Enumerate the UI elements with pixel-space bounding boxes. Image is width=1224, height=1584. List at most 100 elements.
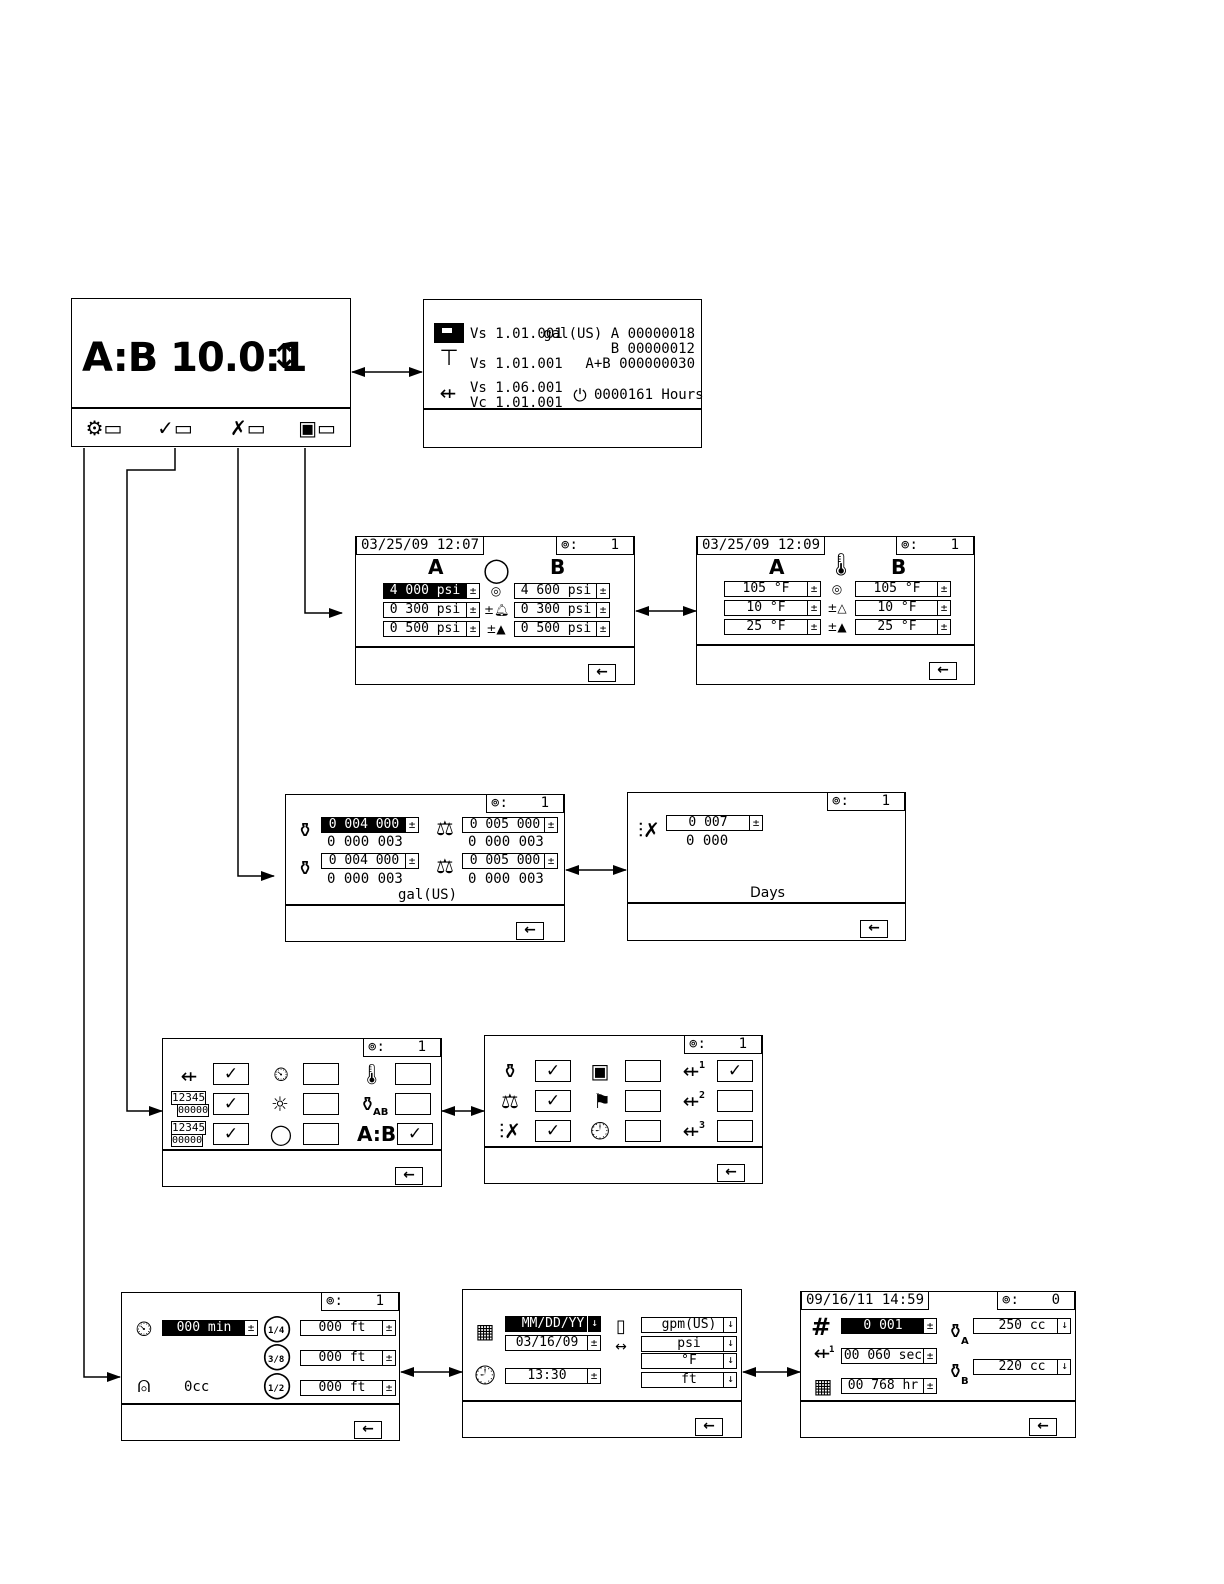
setup-tab-gears-icon[interactable]: ⚙▭ [85,416,123,440]
dropdown-arrow-icon[interactable]: ↓ [587,1316,601,1332]
temp-b-alarm[interactable]: 25 °F [855,619,939,635]
pump-maint-checkbox[interactable]: ✓ [535,1060,571,1082]
pot-life-time[interactable]: 000 min [162,1320,246,1336]
adjust-button[interactable]: ± [596,602,610,618]
usb-2-checkbox[interactable] [717,1090,753,1112]
temp-b-setpoint[interactable]: 105 °F [855,581,939,597]
time-field[interactable]: 13:30 [505,1368,589,1384]
back-button[interactable]: ← [588,664,616,682]
adjust-button[interactable]: ± [937,600,951,616]
back-button[interactable]: ← [695,1418,723,1436]
limits-tab-gauge-icon[interactable]: ▣▭ [298,416,336,440]
back-button[interactable]: ← [516,922,544,940]
grand-total-checkbox[interactable]: ✓ [213,1123,249,1145]
adjust-button[interactable]: ± [807,600,821,616]
hose-1-4-length[interactable]: 000 ft [300,1320,384,1336]
adjust-button[interactable]: ± [544,853,558,869]
dropdown-arrow-icon[interactable]: ↓ [1057,1359,1071,1375]
adjust-button[interactable]: ± [587,1368,601,1384]
adjust-button[interactable]: ± [937,619,951,635]
back-button[interactable]: ← [860,920,888,938]
dropdown-arrow-icon[interactable]: ↓ [723,1372,737,1388]
dropdown-arrow-icon[interactable]: ↓ [1057,1318,1071,1334]
adjust-button[interactable]: ± [807,581,821,597]
pressure-units-select[interactable]: psi [641,1336,737,1352]
pressure-checkbox[interactable] [303,1123,339,1145]
usb-enable-checkbox[interactable]: ✓ [213,1063,249,1085]
adjust-button[interactable]: ± [405,853,419,869]
filter-maint-checkbox[interactable]: ✓ [535,1120,571,1142]
date-field[interactable]: 03/16/09 [505,1335,589,1351]
pump-b-interval[interactable]: 0 004 000 [321,853,407,869]
usb-1-checkbox[interactable]: ✓ [717,1060,753,1082]
back-button[interactable]: ← [717,1164,745,1182]
valve-maint-checkbox[interactable]: ✓ [535,1090,571,1112]
adjust-button[interactable]: ± [923,1348,937,1364]
valve-b-interval[interactable]: 0 005 000 [462,853,548,869]
dropdown-arrow-icon[interactable]: ↓ [723,1353,737,1369]
temp-a-setpoint[interactable]: 105 °F [724,581,808,597]
temperature-checkbox[interactable] [395,1063,431,1085]
flush-checkbox[interactable] [625,1090,661,1112]
adjust-button[interactable]: ± [923,1378,937,1394]
pressure-b-alarm[interactable]: 0 500 psi [514,621,598,637]
log-interval-field[interactable]: 00 060 sec [841,1348,925,1364]
enable-tab-checkmark-icon[interactable]: ✓▭ [157,416,193,440]
adjust-button[interactable]: ± [596,621,610,637]
back-button[interactable]: ← [929,662,957,680]
log-duration-field[interactable]: 00 768 hr [841,1378,925,1394]
dose-b-volume-select[interactable]: 220 cc [973,1359,1071,1375]
adjust-button[interactable]: ± [937,581,951,597]
adjust-button[interactable]: ± [466,583,480,599]
adjust-button[interactable]: ± [923,1318,937,1334]
usb-3-checkbox[interactable] [717,1120,753,1142]
flow-units-select[interactable]: gpm(US) [641,1317,737,1333]
date-format-select[interactable]: MM/DD/YY [505,1316,601,1332]
pressure-a-deviation[interactable]: 0 300 psi [383,602,467,618]
adjust-button[interactable]: ± [244,1320,258,1336]
adjust-button[interactable]: ± [749,815,763,831]
counter-field[interactable]: 0 001 [841,1318,925,1334]
temp-b-deviation[interactable]: 10 °F [855,600,939,616]
adjust-button[interactable]: ± [405,817,419,833]
back-button[interactable]: ← [1029,1418,1057,1436]
adjust-button[interactable]: ± [382,1350,396,1366]
temp-a-alarm[interactable]: 25 °F [724,619,808,635]
back-button[interactable]: ← [395,1167,423,1185]
clock-checkbox[interactable] [625,1120,661,1142]
length-units-select[interactable]: ft [641,1372,737,1388]
adjust-button[interactable]: ± [596,583,610,599]
pressure-b-setpoint[interactable]: 4 600 psi [514,583,598,599]
job-counter-checkbox[interactable]: ✓ [213,1093,249,1115]
back-button[interactable]: ← [354,1421,382,1439]
adjust-button[interactable]: ± [382,1320,396,1336]
filter-interval[interactable]: 0 007 [666,815,750,831]
dropdown-arrow-icon[interactable]: ↓ [723,1317,737,1333]
adjust-button[interactable]: ± [807,619,821,635]
pressure-b-deviation[interactable]: 0 300 psi [514,602,598,618]
pot-life-volume: 0cc [184,1379,210,1395]
home-screen: A:B 10.0:1 ↕ ⚙▭ ✓▭ ✗▭ ▣▭ [71,298,351,447]
pump-a-interval[interactable]: 0 004 000 [321,817,407,833]
hose-3-8-length[interactable]: 000 ft [300,1350,384,1366]
temperature-units-select[interactable]: °F [641,1353,737,1369]
pressure-a-setpoint[interactable]: 4 000 psi [383,583,467,599]
calendar-icon: ▦ [475,1319,495,1343]
adjust-button[interactable]: ± [587,1335,601,1351]
dose-a-volume-select[interactable]: 250 cc [973,1318,1071,1334]
display-checkbox[interactable] [625,1060,661,1082]
hose-1-2-length[interactable]: 000 ft [300,1380,384,1396]
valve-a-interval[interactable]: 0 005 000 [462,817,548,833]
maintenance-tab-wrench-icon[interactable]: ✗▭ [230,416,266,440]
pressure-a-alarm[interactable]: 0 500 psi [383,621,467,637]
backlight-checkbox[interactable] [303,1093,339,1115]
temp-a-deviation[interactable]: 10 °F [724,600,808,616]
flow-ab-checkbox[interactable] [395,1093,431,1115]
dropdown-arrow-icon[interactable]: ↓ [723,1336,737,1352]
adjust-button[interactable]: ± [466,602,480,618]
adjust-button[interactable]: ± [466,621,480,637]
adjust-button[interactable]: ± [382,1380,396,1396]
pot-life-checkbox[interactable] [303,1063,339,1085]
adjust-button[interactable]: ± [544,817,558,833]
ratio-checkbox[interactable]: ✓ [397,1123,433,1145]
